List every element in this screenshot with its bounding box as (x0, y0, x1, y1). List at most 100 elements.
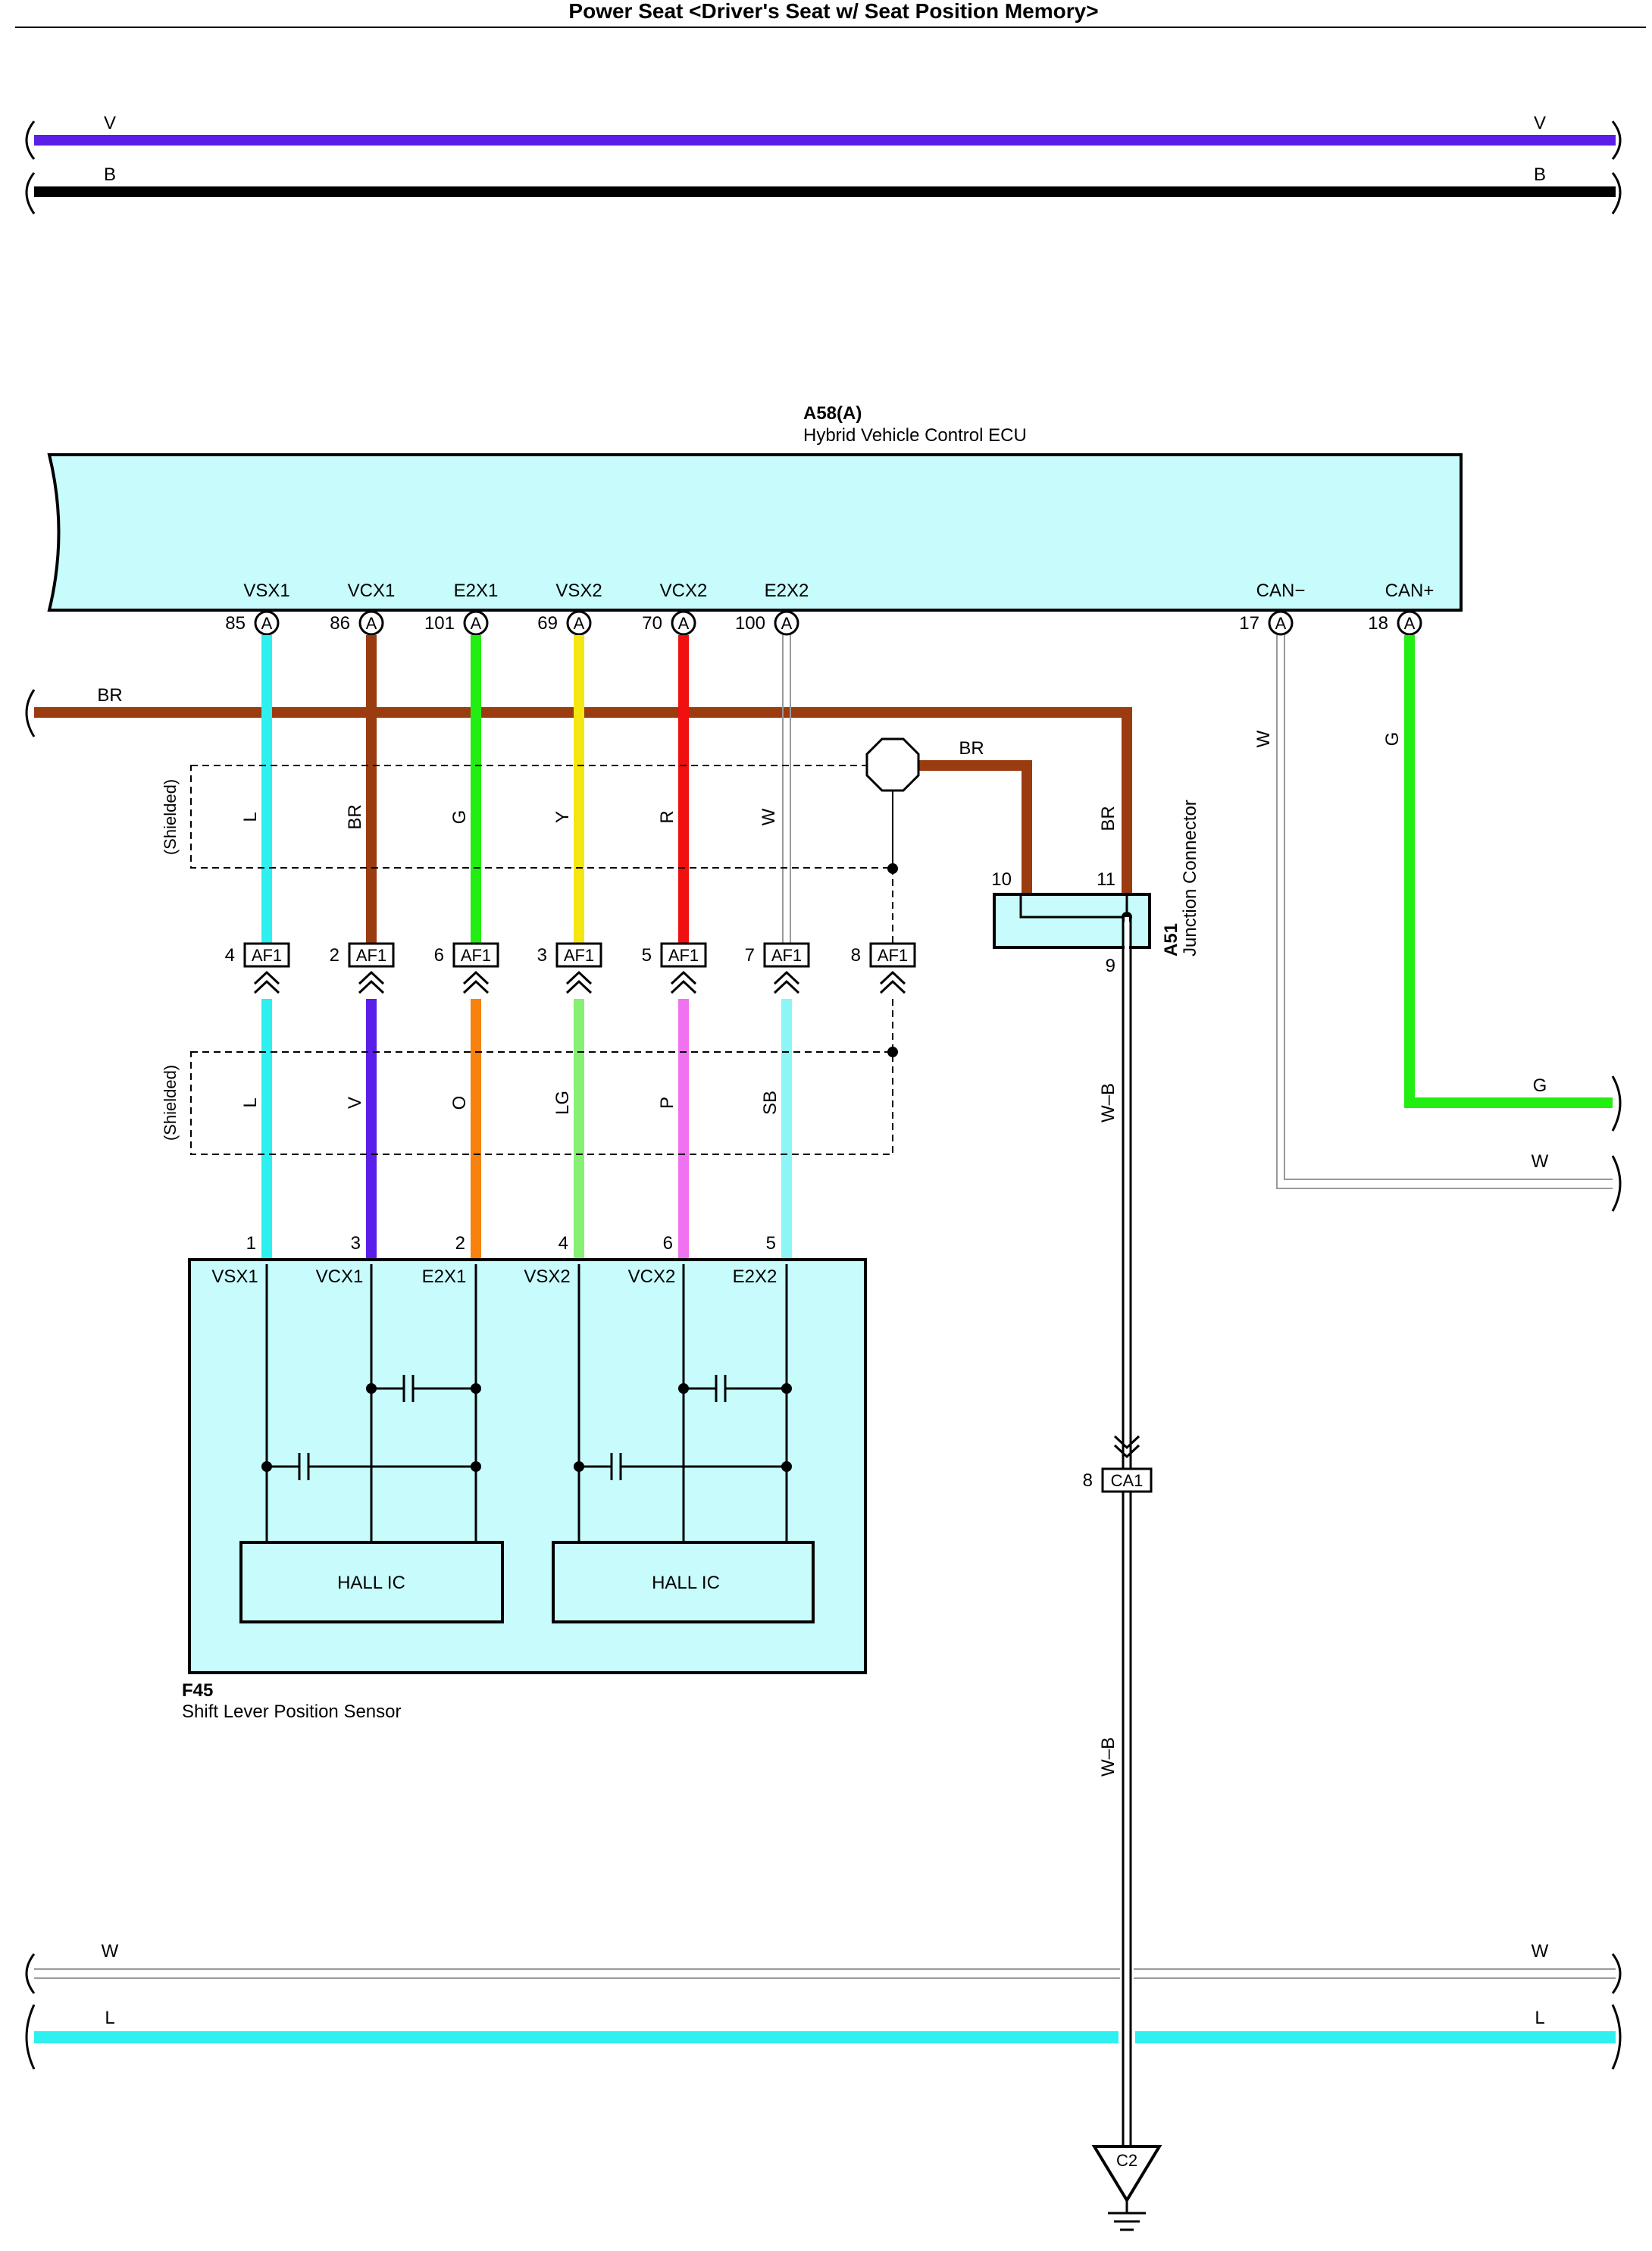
ecu-pin-vcx2-name: VCX2 (660, 581, 708, 601)
lower-wire-label-1: L (240, 1097, 261, 1107)
af1-pin-6: AF1 6 (434, 942, 499, 994)
ecu-pin-vcx2: VCX2 70 A (642, 581, 708, 636)
hall-ic-2: HALL IC (552, 1541, 815, 1623)
can-plus-label-right: G (1533, 1075, 1547, 1096)
af1-num-5: 5 (642, 945, 652, 966)
ecu-pin-e2x2-name: E2X2 (765, 581, 809, 601)
top-wire-v: V V (25, 113, 1622, 160)
bottom-wire-w-label-right: W (1532, 1941, 1549, 1961)
af1-pin-7: AF1 7 (745, 942, 810, 994)
af1-num-8: 8 (851, 945, 861, 966)
ground-c2: C2 (1091, 2145, 1162, 2231)
lower-wire-color-labels: L V O LG P SB (240, 1091, 781, 1115)
af1-label-4: AF1 (252, 946, 282, 965)
sensor-pin-2-num: 2 (455, 1233, 465, 1254)
upper-wire-label-5: R (657, 810, 677, 823)
ground-label: C2 (1116, 2151, 1137, 2170)
af1-label-6: AF1 (461, 946, 491, 965)
ecu-name: Hybrid Vehicle Control ECU (803, 425, 1027, 446)
junction-pin-out: 9 (1106, 956, 1115, 976)
sensor-circuit-1 (265, 1264, 477, 1542)
can-minus-wire: W W (1253, 635, 1622, 1212)
upper-wire-label-2: BR (345, 804, 365, 829)
sensor-pin-5-name: E2X2 (733, 1266, 778, 1287)
ecu-pin-can-minus-letter: A (1275, 614, 1287, 633)
af1-label-2: AF1 (356, 946, 386, 965)
af1-pin-8: AF1 8 (851, 942, 916, 994)
ca1-label: CA1 (1111, 1471, 1144, 1490)
af1-num-2: 2 (330, 945, 339, 966)
af1-num-6: 6 (434, 945, 444, 966)
ecu-pin-can-plus-name: CAN+ (1385, 581, 1435, 601)
ca1-connector: CA1 8 (1083, 1435, 1153, 1493)
ecu-pin-vcx2-num: 70 (642, 613, 662, 634)
can-plus-label-vertical: G (1382, 732, 1403, 747)
top-wire-b-label-left: B (104, 164, 116, 185)
ecu-pin-vsx1-letter: A (261, 614, 273, 633)
ecu-pin-can-minus-name: CAN− (1256, 581, 1306, 601)
junction-id: A51 (1161, 923, 1181, 956)
af1-pin-3: AF1 3 (537, 942, 602, 994)
ecu-pin-can-plus-letter: A (1404, 614, 1416, 633)
shield-drain-octagon (865, 737, 920, 792)
ecu-pin-e2x2-letter: A (781, 614, 793, 633)
bottom-wire-w: W W (25, 1941, 1622, 1994)
hall-ic-1-label: HALL IC (337, 1573, 405, 1593)
lower-wire-label-4: LG (552, 1091, 573, 1115)
ecu-pin-vsx2-name: VSX2 (555, 581, 602, 601)
lower-shield-label: (Shielded) (161, 1065, 180, 1141)
upper-wire-label-3: G (449, 810, 470, 825)
ecu-pin-vcx1-name: VCX1 (348, 581, 396, 601)
ecu-pin-vsx1-name: VSX1 (243, 581, 289, 601)
br-bus-wire: BR (25, 685, 1132, 906)
sensor-pin-2-name: E2X1 (422, 1266, 467, 1287)
upper-wires (261, 635, 791, 953)
top-wire-v-label-left: V (104, 113, 116, 133)
top-wire-b: B B (25, 164, 1622, 214)
lower-wires (261, 999, 792, 1260)
bottom-wire-l-label-left: L (105, 2008, 114, 2028)
af1-connectors: AF1 4 AF1 2 AF1 6 AF1 3 AF1 5 (225, 942, 916, 994)
shield-ground: BR BR (865, 737, 1119, 894)
af1-label-3: AF1 (564, 946, 594, 965)
af1-label-8: AF1 (878, 946, 908, 965)
wb-label-upper: W–B (1098, 1083, 1119, 1122)
br-bus-label: BR (97, 685, 122, 706)
lower-wire-label-2: V (345, 1097, 365, 1109)
ecu-pin-vcx2-letter: A (678, 614, 690, 633)
upper-wire-label-6: W (759, 808, 779, 825)
sensor-pin-4-name: VSX2 (524, 1266, 570, 1287)
sensor-circuit-2 (577, 1264, 788, 1542)
af1-num-3: 3 (537, 945, 547, 966)
sensor-name: Shift Lever Position Sensor (182, 1702, 402, 1722)
ecu-pin-vsx1-num: 85 (225, 613, 246, 634)
sensor-pin-1-name: VSX1 (211, 1266, 258, 1287)
ecu-pin-e2x1-num: 101 (424, 613, 455, 634)
sensor-pin-1-num: 1 (246, 1233, 256, 1254)
ecu-pin-can-minus: CAN− 17 A (1239, 581, 1306, 636)
ecu-pin-e2x1-name: E2X1 (454, 581, 499, 601)
ecu-pin-can-plus: CAN+ 18 A (1368, 581, 1435, 636)
shield-br-label: BR (959, 738, 984, 759)
wb-wire: W–B W–B (1098, 917, 1132, 2145)
ca1-pin: 8 (1083, 1470, 1093, 1491)
wb-label-lower: W–B (1098, 1737, 1119, 1777)
sensor-box: F45 Shift Lever Position Sensor (182, 1258, 867, 1722)
hall-ic-2-label: HALL IC (652, 1573, 720, 1593)
ecu-box (47, 453, 1463, 612)
ecu-pin-vcx1-letter: A (366, 614, 377, 633)
upper-wire-color-labels: L BR G Y R W (240, 804, 779, 829)
upper-shield-label: (Shielded) (161, 779, 180, 855)
junction-pin-in2: 11 (1097, 869, 1115, 890)
af1-num-7: 7 (745, 945, 755, 966)
lower-wire-label-3: O (449, 1096, 470, 1110)
ecu-pin-e2x2: E2X2 100 A (735, 581, 809, 636)
sensor-junction-dots-2 (574, 1383, 792, 1472)
sensor-pins: 1 VSX1 3 VCX1 2 E2X1 4 VSX2 6 VCX2 5 E2X… (211, 1233, 777, 1287)
bottom-wire-l-label-right: L (1535, 2008, 1544, 2028)
page-title: Power Seat <Driver's Seat w/ Seat Positi… (568, 0, 1098, 23)
af1-label-7: AF1 (771, 946, 802, 965)
af1-label-5: AF1 (668, 946, 699, 965)
ecu-pin-vsx2: VSX2 69 A (537, 581, 602, 636)
lower-shield: (Shielded) (161, 999, 898, 1155)
